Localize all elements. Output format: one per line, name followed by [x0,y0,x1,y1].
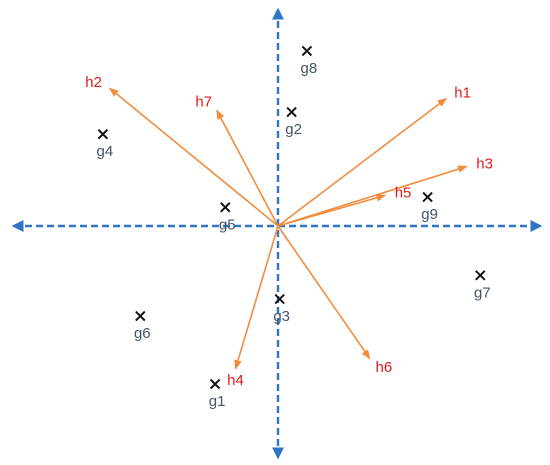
vector-label-h4: h4 [227,372,244,389]
vector-group: h1 h2 h3 h4 h5 h6 h7 [85,74,493,389]
vector-h4 [234,225,279,370]
point-label-g9: g9 [421,206,438,223]
point-label-g3: g3 [273,308,290,325]
vector-h3 [277,165,468,227]
point-group: g1 g2 g3 g4 g5 g6 g7 g8 g9 [97,45,491,410]
point-marker-g9 [422,191,433,203]
point-label-g2: g2 [285,121,302,138]
point-marker-g3 [274,293,285,305]
point-marker-g4 [97,128,109,140]
point-marker-g2 [286,106,297,118]
point-label-g8: g8 [301,60,318,77]
vector-label-h5: h5 [395,185,412,202]
point-label-g7: g7 [474,284,491,301]
point-label-g4: g4 [97,143,114,160]
point-marker-g1 [209,378,221,390]
vector-h6 [277,225,371,360]
vector-h2 [108,87,279,227]
vector-h7 [216,109,279,227]
vector-h1 [277,97,448,227]
point-label-g5: g5 [219,216,236,233]
vector-label-h7: h7 [195,94,212,111]
point-marker-g5 [220,202,231,213]
point-label-g6: g6 [134,325,151,342]
point-marker-g7 [475,270,486,281]
point-marker-g8 [301,45,313,57]
vector-label-h6: h6 [375,359,392,376]
vector-label-h1: h1 [454,84,471,101]
vector-label-h2: h2 [85,74,102,91]
point-marker-g6 [135,310,146,322]
vector-label-h3: h3 [476,155,493,172]
point-label-g1: g1 [209,393,226,410]
vector-h5 [277,194,387,227]
